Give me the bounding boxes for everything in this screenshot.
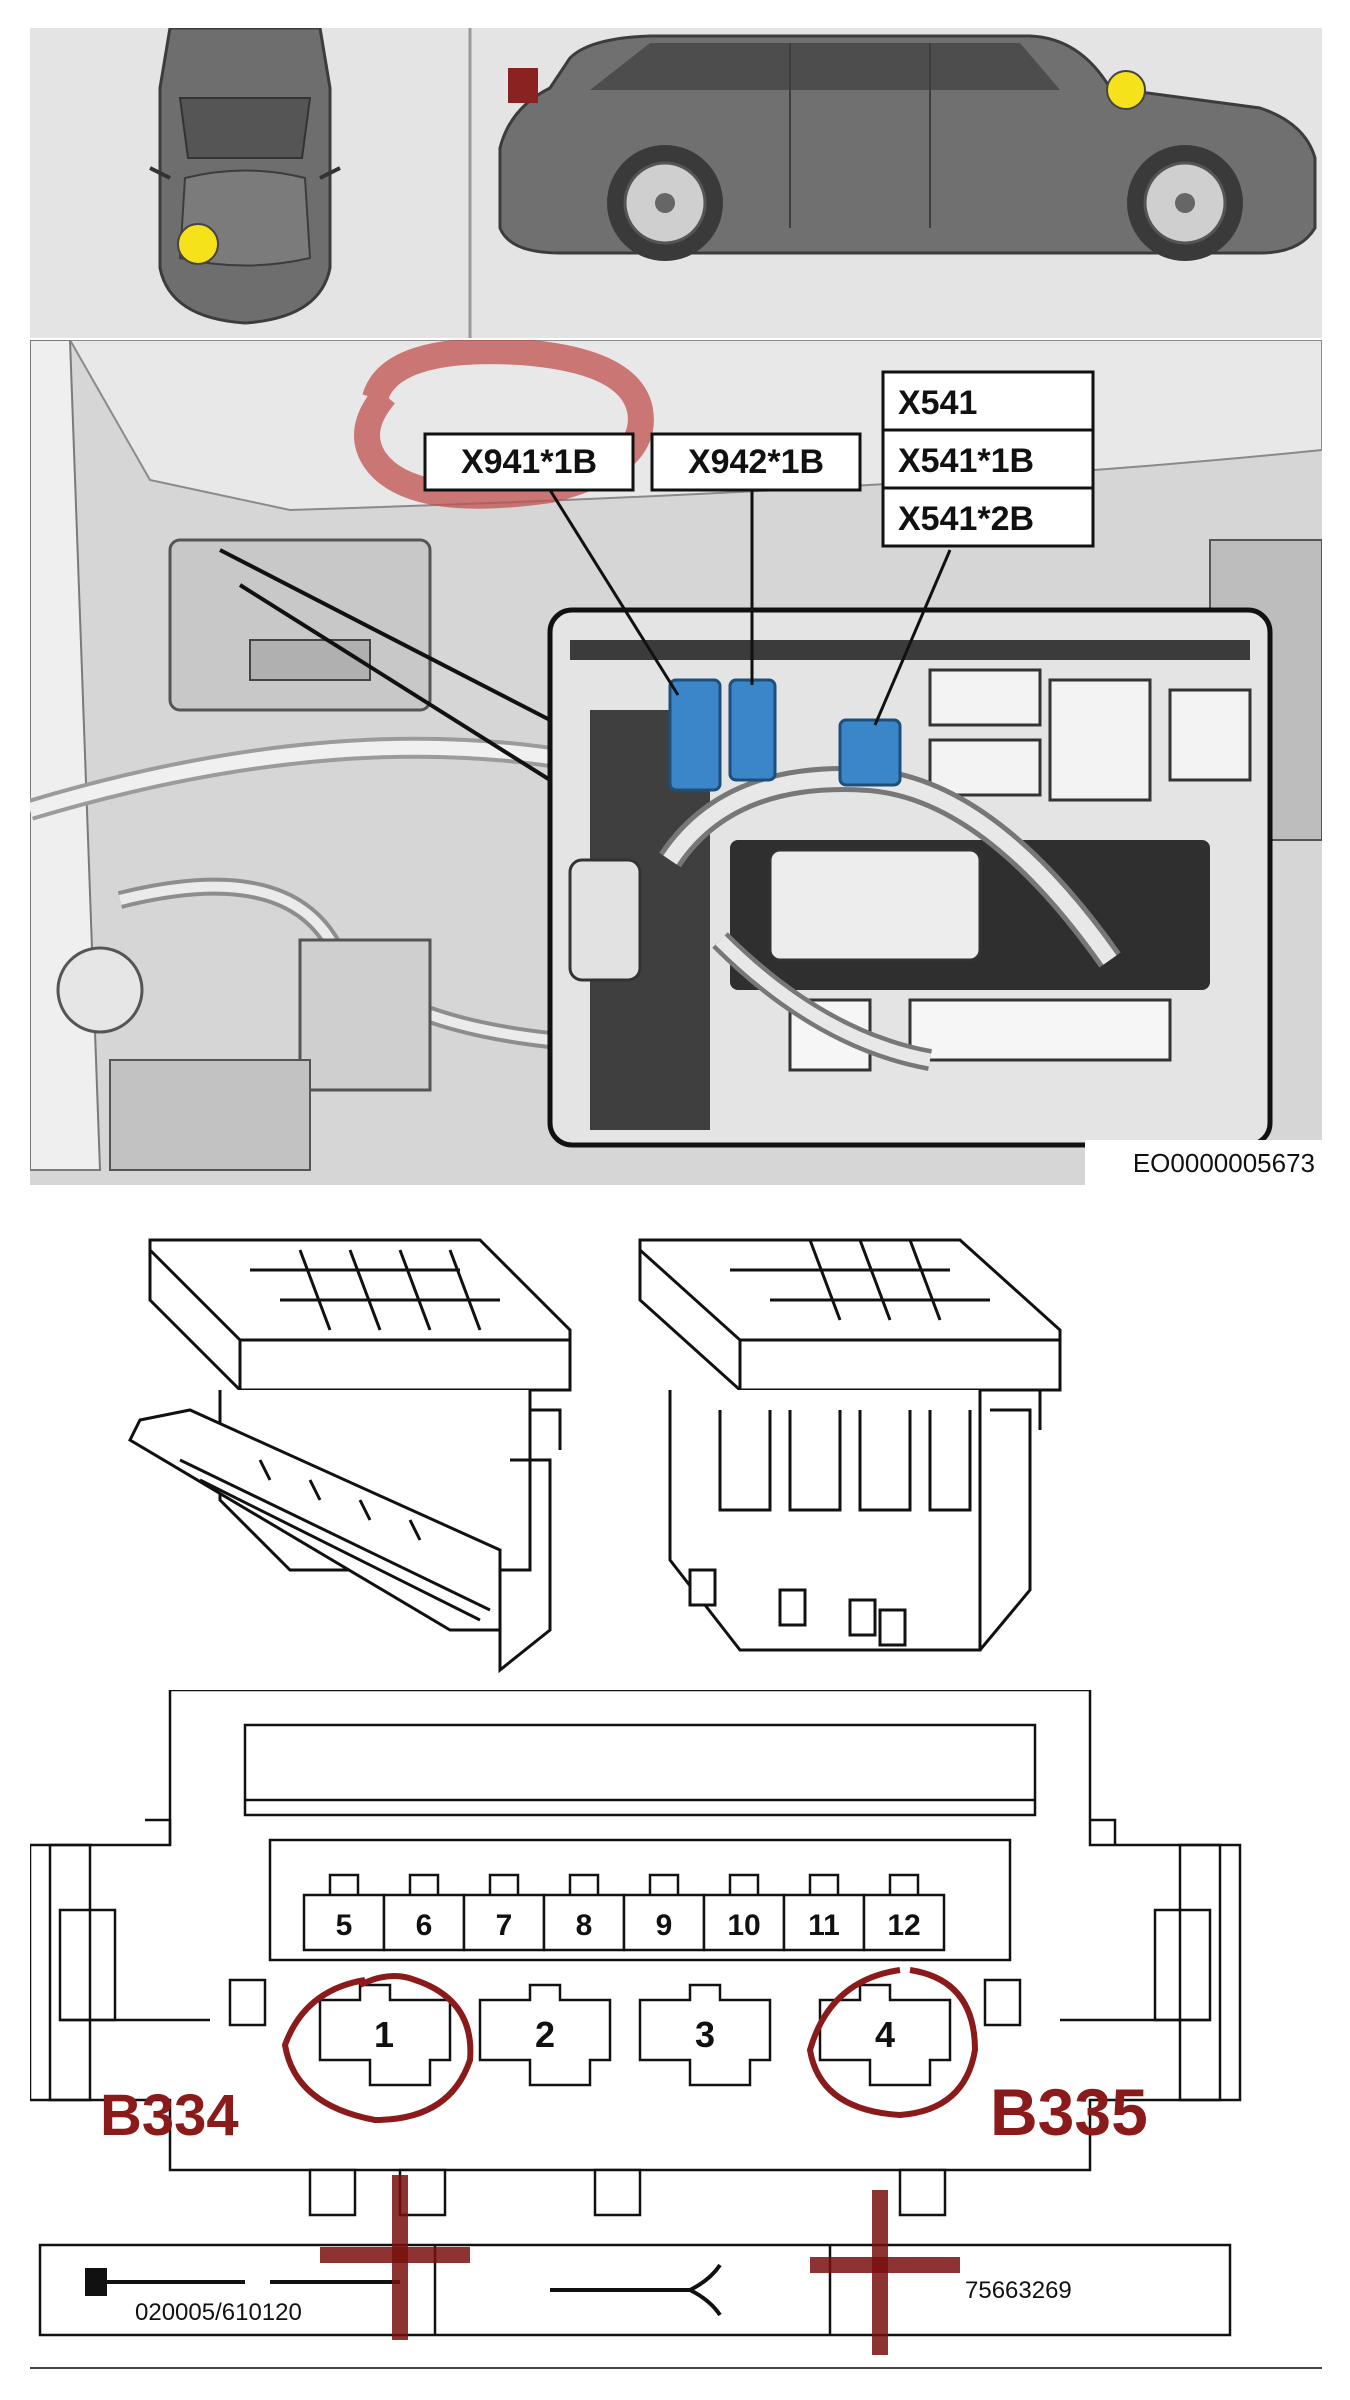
pin-label-10: 10: [727, 1909, 760, 1942]
pin-label-2: 2: [535, 2014, 555, 2055]
pin-cell-12: [862, 1893, 946, 1952]
pin-label-11: 11: [808, 1909, 840, 1942]
terminal-icon: [85, 2268, 107, 2296]
pin-label-12: 12: [887, 1909, 920, 1942]
sensor-label-b334: B334: [100, 2083, 239, 2148]
location-marker-top: [177, 223, 219, 265]
pin-label-5: 5: [336, 1909, 353, 1942]
pin-label-1: 1: [374, 2014, 394, 2055]
pin-cell-11: [782, 1893, 866, 1952]
pin-row-top: 5 6 7 8 9 10 11 12: [302, 1873, 946, 1952]
pin-cell-2: [478, 1983, 612, 2087]
callout-x941-1b-text: X941*1B: [461, 443, 597, 481]
connector-x941-1b: [668, 678, 722, 792]
connector-3d-closed: [638, 1238, 1062, 1652]
location-marker-side: [1106, 70, 1146, 110]
part-number-right: 75663269: [965, 2277, 1072, 2304]
pin-label-8: 8: [576, 1909, 593, 1942]
part-number-left: 020005/610120: [135, 2299, 302, 2326]
sensor-label-b335: B335: [990, 2075, 1148, 2149]
engine-bay-view: X941*1B X942*1B X541 X541*1B X541*2B EO0…: [30, 340, 1322, 1185]
callout-x541-group: X541 X541*1B X541*2B: [881, 370, 1095, 548]
car-top-view: [149, 28, 341, 325]
connector-pin-face: 5 6 7 8 9 10 11 12 1 2 3 4 B334 B335: [30, 1690, 1322, 2370]
pin-label-6: 6: [416, 1909, 433, 1942]
pin-label-4: 4: [875, 2014, 895, 2055]
callout-x541-text: X541: [898, 384, 977, 422]
pin-label-3: 3: [695, 2014, 715, 2055]
pin-cell-9: [622, 1893, 706, 1952]
connector-3d-open: [128, 1238, 572, 1674]
circle-pin-4: [806, 1967, 979, 2119]
pin-label-9: 9: [656, 1909, 673, 1942]
cross-marks: [320, 2175, 960, 2355]
figure-code: EO0000005673: [1133, 1148, 1315, 1178]
parts-legend: 020005/610120 75663269: [38, 2243, 1232, 2337]
pin-cell-8: [542, 1893, 626, 1952]
connector-3d-views: [30, 1210, 1322, 1680]
pin-cell-5: [302, 1893, 386, 1952]
figure-code-box: [1085, 1140, 1322, 1185]
callout-x541-1b-text: X541*1B: [898, 442, 1034, 480]
pin-cell-10: [702, 1893, 786, 1952]
pin-label-7: 7: [496, 1909, 513, 1942]
connector-x942-1b: [728, 678, 777, 782]
wire-end-icon: [550, 2263, 722, 2317]
leader-x541: [873, 549, 952, 726]
pin-row-bottom: [318, 1983, 952, 2087]
callout-x942-1b-text: X942*1B: [688, 443, 824, 481]
callout-x942-1b: X942*1B: [650, 432, 862, 492]
leader-x941: [548, 489, 680, 696]
callout-x941-1b: X941*1B: [423, 432, 635, 492]
circle-pin-1: [281, 1973, 474, 2124]
connector-x541: [838, 718, 902, 787]
pin-cell-7: [462, 1893, 546, 1952]
pin-cell-3: [638, 1983, 772, 2087]
vehicle-location-views: [30, 28, 1322, 338]
callout-x541-2b-text: X541*2B: [898, 500, 1034, 538]
